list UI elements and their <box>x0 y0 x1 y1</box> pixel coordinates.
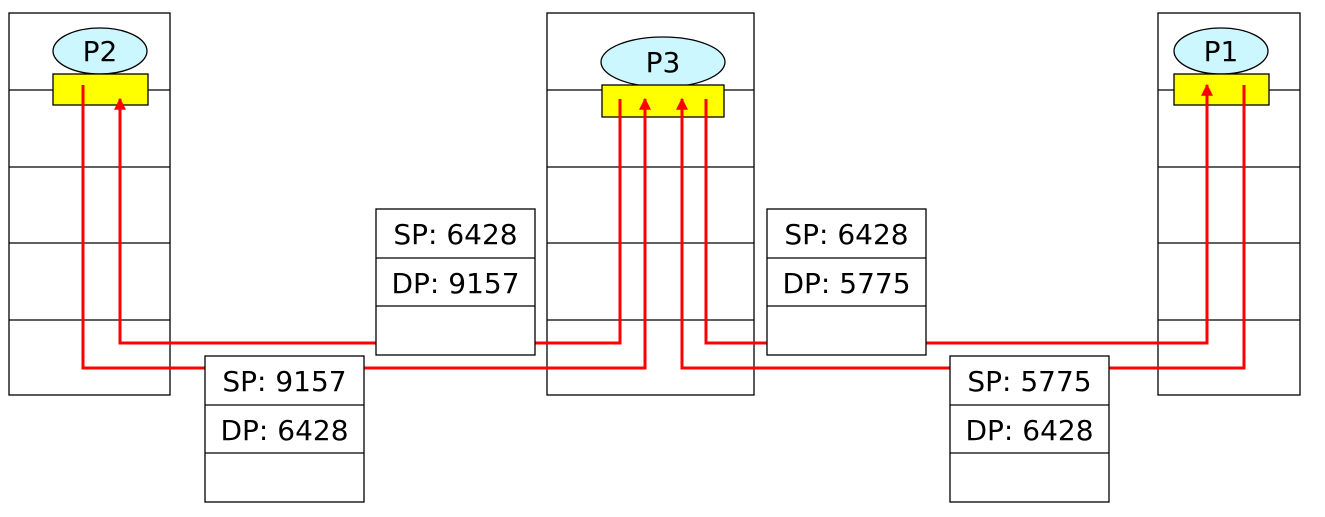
source-port-label: SP: 9157 <box>222 365 346 398</box>
dest-port-label: DP: 5775 <box>782 267 910 300</box>
path-p3-to-p1 <box>704 83 1213 345</box>
process-p3-label: P3 <box>646 46 681 79</box>
segment-box <box>766 208 927 356</box>
host-right: P1 <box>1157 12 1301 396</box>
socket-p3 <box>601 84 725 118</box>
host-left: P2 <box>8 12 171 396</box>
source-port-label: SP: 5775 <box>967 365 1091 398</box>
segment-p1-to-p3: SP: 5775 DP: 6428 <box>949 355 1110 503</box>
process-p2-label: P2 <box>83 35 118 68</box>
segment-box <box>204 355 365 503</box>
segment-p3-to-p2: SP: 6428 DP: 9157 <box>375 208 536 356</box>
segment-p2-to-p3: SP: 9157 DP: 6428 <box>204 355 365 503</box>
process-p1-label: P1 <box>1204 35 1239 68</box>
segment-box <box>949 355 1110 503</box>
dest-port-label: DP: 6428 <box>220 414 348 447</box>
segment-box <box>375 208 536 356</box>
source-port-label: SP: 6428 <box>784 218 908 251</box>
path-p3-to-p2 <box>114 97 622 345</box>
segment-p3-to-p1: SP: 6428 DP: 5775 <box>766 208 927 356</box>
source-port-label: SP: 6428 <box>393 218 517 251</box>
dest-port-label: DP: 6428 <box>965 414 1093 447</box>
host-middle: P3 <box>546 12 755 396</box>
dest-port-label: DP: 9157 <box>391 267 519 300</box>
socket-p2 <box>52 73 149 106</box>
socket-p1 <box>1173 73 1270 106</box>
